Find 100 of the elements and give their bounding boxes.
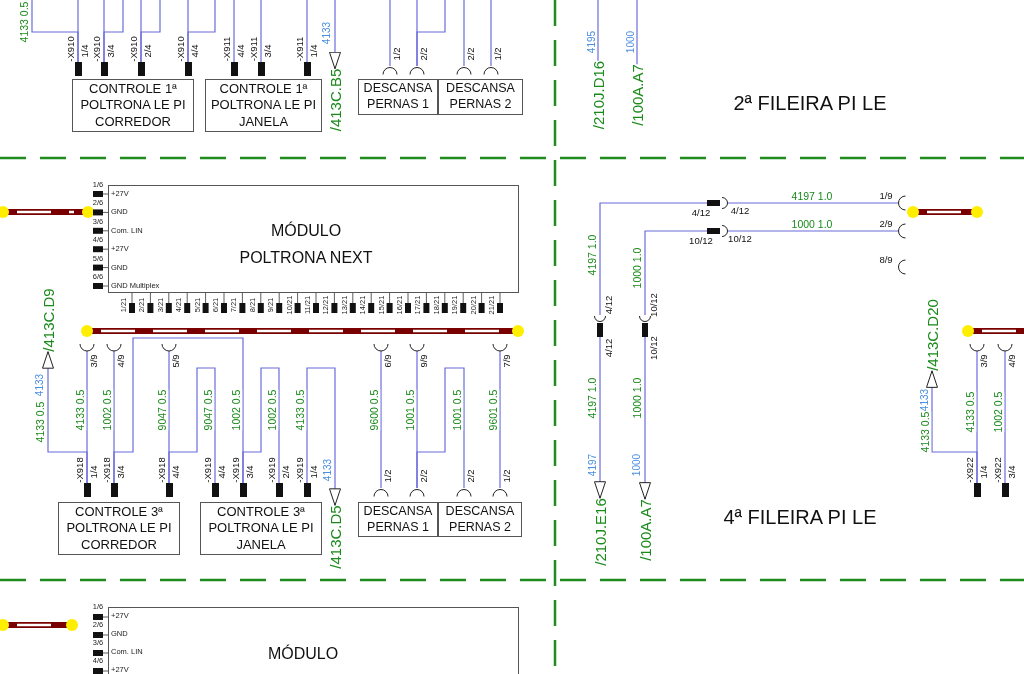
wire-label: 1000 1.0 xyxy=(630,377,644,419)
pin-label: -X910 xyxy=(92,36,102,62)
pin-label: -X910 xyxy=(66,36,76,62)
pin-label: 10/12 xyxy=(689,236,713,246)
socket-contact xyxy=(456,488,472,497)
signal-label: 1000 xyxy=(626,30,636,54)
wire xyxy=(233,0,235,63)
reference-label: /413C.D5 xyxy=(327,505,343,569)
module-title: MÓDULO xyxy=(266,643,340,664)
wire xyxy=(113,337,244,484)
wire-label: 9601 0.5 xyxy=(486,389,500,431)
socket-contact xyxy=(897,195,906,211)
pin-label: -X919 xyxy=(203,457,213,483)
wire xyxy=(380,350,382,489)
reference-label: /413C.D20 xyxy=(924,299,940,371)
socket-contact xyxy=(492,343,508,352)
pin-label: -X922 xyxy=(965,457,975,483)
pin-label: -X911 xyxy=(295,36,305,62)
wire xyxy=(306,0,308,63)
signal-label: 4195 xyxy=(587,30,597,54)
connector-pin xyxy=(100,62,108,76)
socket-contact xyxy=(373,488,389,497)
socket-contact xyxy=(997,343,1013,352)
pin-label: -X919 xyxy=(267,457,277,483)
box-label: DESCANSA PERNAS 1 xyxy=(362,503,434,536)
wire xyxy=(727,230,899,232)
pin-label: 4/9 xyxy=(1007,354,1017,368)
pin-label: 1/2 xyxy=(392,47,402,61)
wire xyxy=(490,0,492,67)
connector-pin xyxy=(74,62,82,76)
socket-contact xyxy=(161,343,177,352)
inline-connector xyxy=(639,315,651,338)
pin-label: 4/12 xyxy=(604,295,614,315)
pin-label: 2/2 xyxy=(419,47,429,61)
box-label: DESCANSA PERNAS 1 xyxy=(362,81,434,113)
pin-label: 4/4 xyxy=(171,465,181,479)
socket-contact xyxy=(106,343,122,352)
wire-label: 1000 1.0 xyxy=(630,247,644,289)
wire xyxy=(1004,350,1006,484)
wire xyxy=(389,0,391,67)
socket-contact xyxy=(409,66,425,75)
pin-label: 2/4 xyxy=(281,465,291,479)
pin-label: -X919 xyxy=(231,457,241,483)
wire-label: 4133 0.5 xyxy=(963,391,977,433)
wire-label: 4197 1.0 xyxy=(790,190,834,202)
wire xyxy=(594,336,606,499)
socket-contact xyxy=(409,343,425,352)
wire xyxy=(168,367,216,484)
connector-pin xyxy=(303,483,311,497)
wire xyxy=(599,202,708,316)
wire xyxy=(499,350,501,489)
module-box xyxy=(108,185,519,293)
signal-label: 4197 xyxy=(588,453,598,477)
pin-label: -X910 xyxy=(129,36,139,62)
box-label: CONTROLE 3ª POLTRONA LE PI CORREDOR xyxy=(65,504,173,553)
socket-contact xyxy=(409,488,425,497)
wire-label: 4133 0.5 xyxy=(33,401,47,443)
pin-label: 9/9 xyxy=(419,354,429,368)
pin-label: 3/4 xyxy=(245,465,255,479)
wire-label: 1002 0.5 xyxy=(991,391,1005,433)
pin-label: 4/12 xyxy=(691,208,711,218)
wire xyxy=(77,0,79,63)
wire xyxy=(329,0,341,70)
signal-label: 4133 xyxy=(35,373,45,397)
connector-pin xyxy=(165,483,173,497)
socket-contact xyxy=(79,343,95,352)
signal-label: 4133 xyxy=(920,388,930,412)
wire-label: 1001 0.5 xyxy=(403,389,417,431)
wire xyxy=(140,0,161,63)
pin-label: 4/9 xyxy=(116,354,126,368)
pin-label: 8/9 xyxy=(879,255,893,265)
connector-pin xyxy=(1001,483,1009,497)
pin-label: 1/2 xyxy=(502,469,512,483)
connector-pin xyxy=(303,62,311,76)
wire-label: 9600 0.5 xyxy=(367,389,381,431)
pin-label: -X918 xyxy=(75,457,85,483)
connector-pin xyxy=(110,483,118,497)
signal-label: 4133 xyxy=(322,21,332,45)
box-label: CONTROLE 1ª POLTRONA LE PI CORREDOR xyxy=(79,81,187,130)
pin-label: 10/12 xyxy=(649,293,659,317)
pin-label: 10/12 xyxy=(728,234,752,244)
component-box xyxy=(58,502,180,555)
connector-pin xyxy=(239,483,247,497)
pin-label: 4/12 xyxy=(730,206,750,216)
signal-label: 1000 xyxy=(632,453,642,477)
pin-label: 1/2 xyxy=(493,47,503,61)
pin-label: 4/4 xyxy=(217,465,227,479)
box-label: DESCANSA PERNAS 2 xyxy=(444,503,516,536)
wire-label: 1002 0.5 xyxy=(100,389,114,431)
pin-label: 3/9 xyxy=(979,354,989,368)
wire xyxy=(636,0,638,65)
socket-contact xyxy=(483,66,499,75)
wire xyxy=(187,0,216,63)
reference-label: /210J.D16 xyxy=(590,60,606,130)
box-label: CONTROLE 3ª POLTRONA LE PI JANELA xyxy=(207,504,315,553)
wire-label: 4133 0.5 xyxy=(73,389,87,431)
wire xyxy=(463,0,465,67)
pin-label: 7/9 xyxy=(502,354,512,368)
pin-label: 4/12 xyxy=(604,338,614,358)
wire-label: 9047 0.5 xyxy=(155,389,169,431)
